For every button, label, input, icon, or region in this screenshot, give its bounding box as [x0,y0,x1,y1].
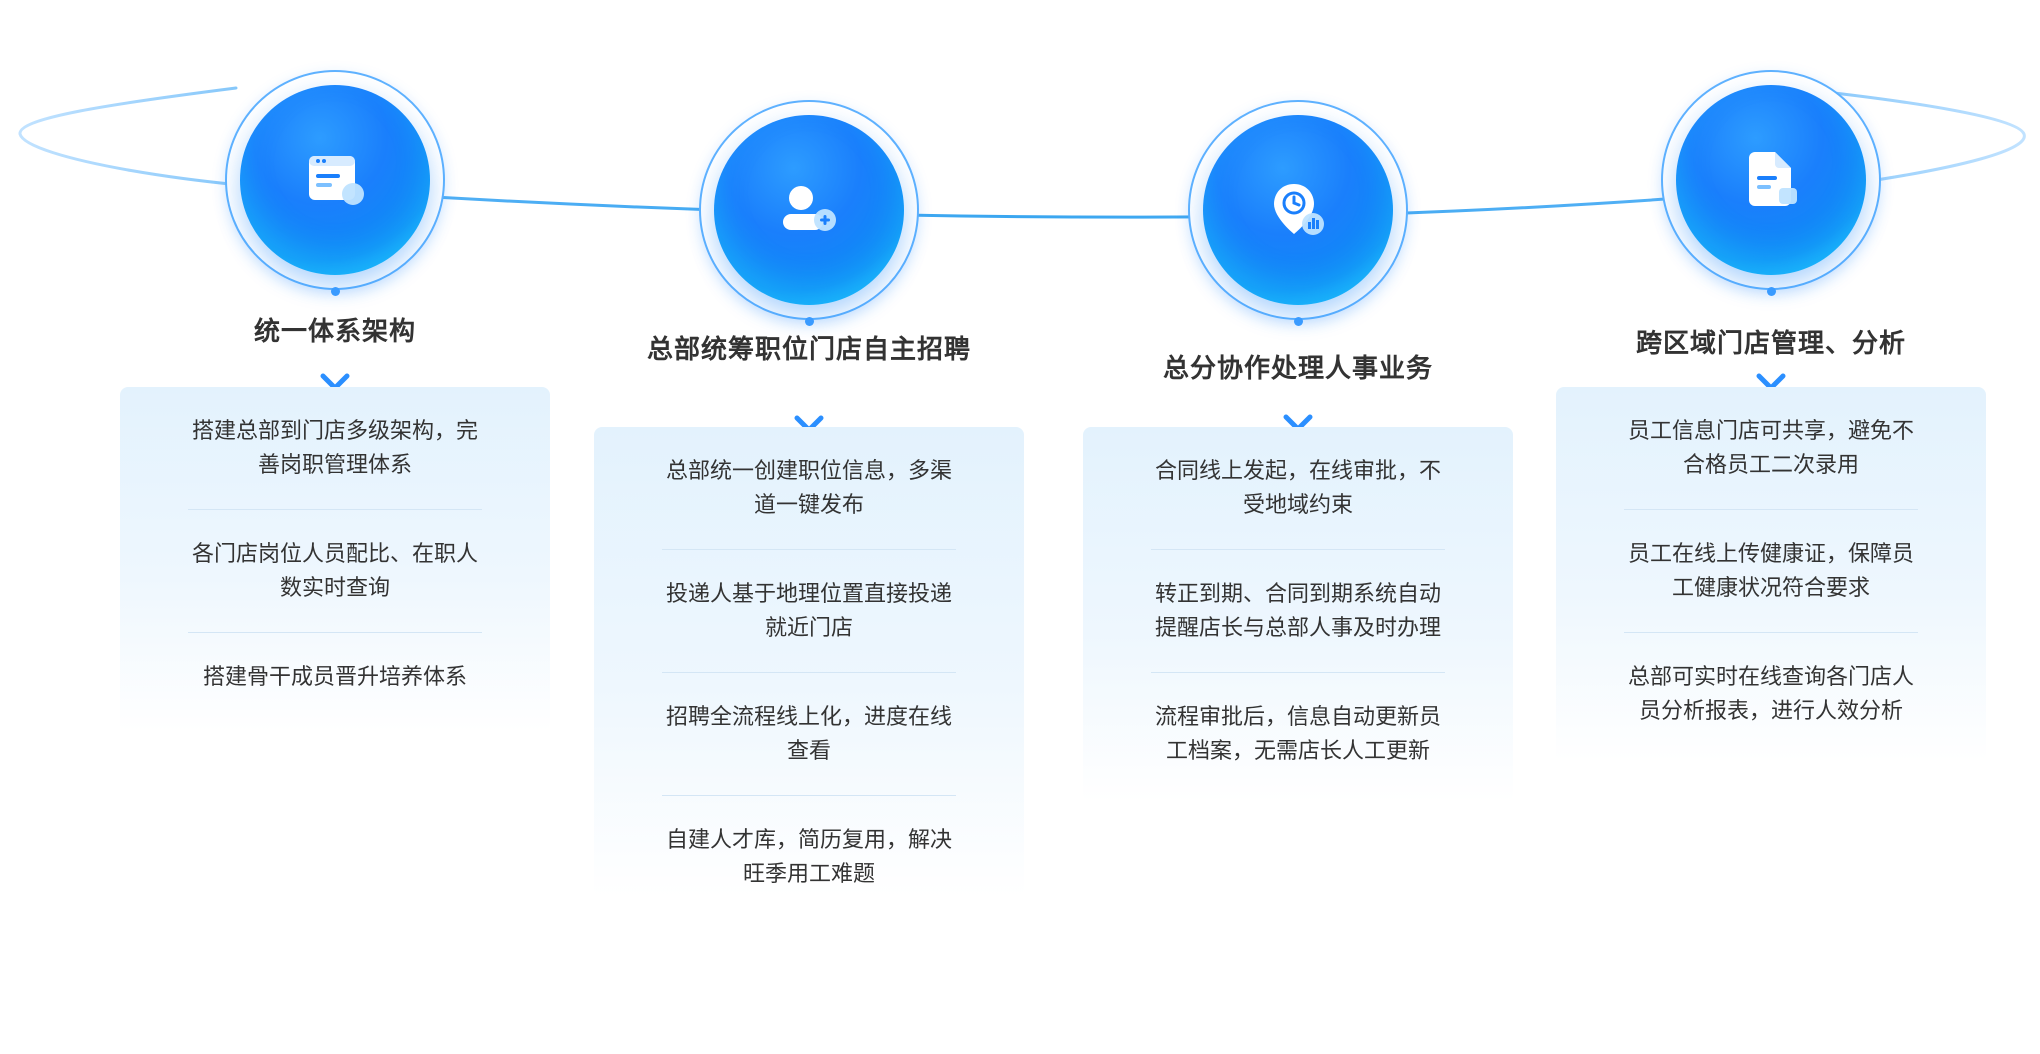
feature-card: 总部统一创建职位信息，多渠道一键发布 投递人基于地理位置直接投递就近门店 招聘全… [594,427,1024,897]
list-item: 员工信息门店可共享，避免不合格员工二次录用 [1627,419,1914,478]
column-title: 跨区域门店管理、分析 [1635,329,1906,359]
list-item: 搭建骨干成员晋升培养体系 [188,632,482,721]
column-title: 总分协作处理人事业务 [1162,354,1433,384]
list-item: 搭建总部到门店多级架构，完善岗职管理体系 [191,419,478,478]
node-4 [1661,70,1881,296]
node-2 [699,100,919,326]
feature-card: 合同线上发起，在线审批，不受地域约束 转正到期、合同到期系统自动提醒店长与总部人… [1083,427,1513,802]
node-3 [1188,100,1408,326]
add-user-icon [783,186,836,231]
list-item: 合同线上发起，在线审批，不受地域约束 [1154,459,1441,518]
list-item: 投递人基于地理位置直接投递就近门店 [662,549,956,672]
list-item: 员工在线上传健康证，保障员工健康状况符合要求 [1624,509,1918,632]
list-item: 自建人才库，简历复用，解决旺季用工难题 [662,795,956,918]
document-icon [1749,152,1797,206]
list-item: 转正到期、合同到期系统自动提醒店长与总部人事及时办理 [1151,549,1445,672]
list-item: 总部统一创建职位信息，多渠道一键发布 [665,459,952,518]
list-item: 总部可实时在线查询各门店人员分析报表，进行人效分析 [1624,632,1918,755]
list-item: 流程审批后，信息自动更新员工档案，无需店长人工更新 [1151,672,1445,795]
location-clock-icon [1274,184,1324,235]
list-item: 招聘全流程线上化，进度在线查看 [662,672,956,795]
node-1 [225,70,445,296]
list-item: 各门店岗位人员配比、在职人数实时查询 [188,509,482,632]
column-title: 统一体系架构 [253,317,416,347]
browser-window-icon [309,156,364,205]
feature-card: 搭建总部到门店多级架构，完善岗职管理体系 各门店岗位人员配比、在职人数实时查询 … [120,387,550,732]
column-title: 总部统筹职位门店自主招聘 [646,335,971,365]
feature-card: 员工信息门店可共享，避免不合格员工二次录用 员工在线上传健康证，保障员工健康状况… [1556,387,1986,762]
